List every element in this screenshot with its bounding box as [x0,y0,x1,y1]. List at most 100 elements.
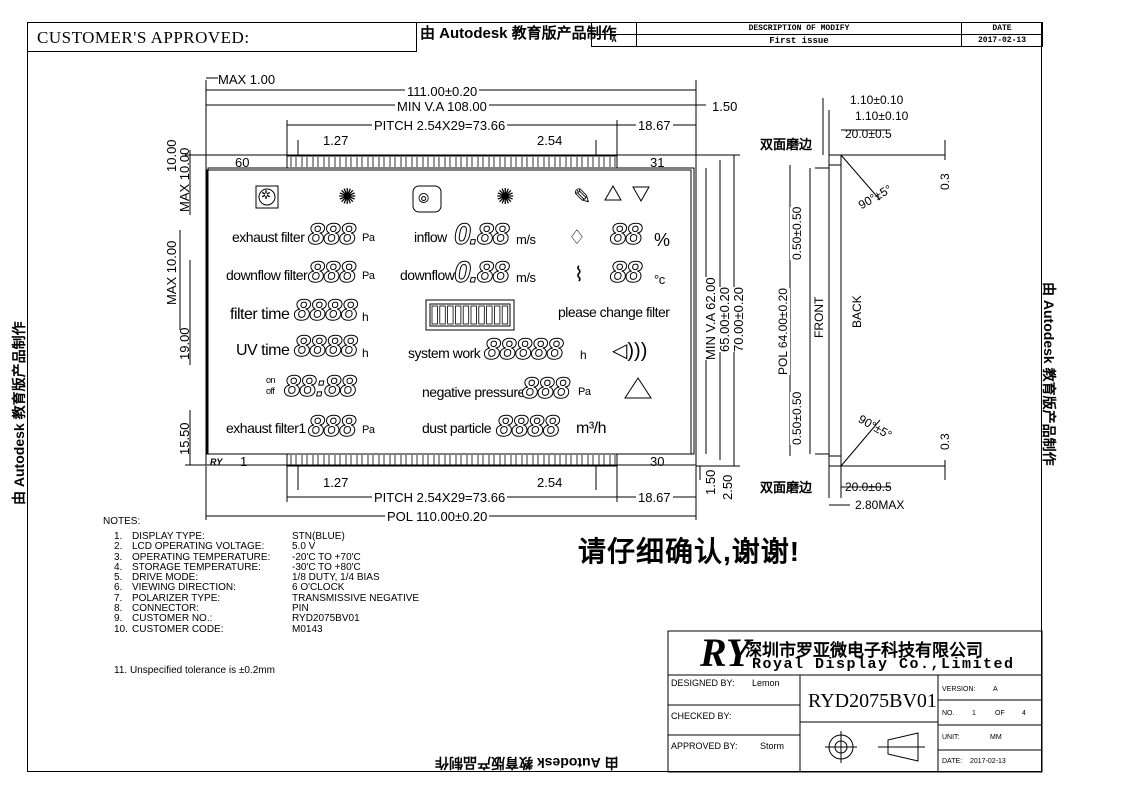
dim-pol-64: POL 64.00±0.20 [776,288,790,375]
dim-pitch-top: PITCH 2.54X29=73.66 [372,118,508,133]
note-v: STN(BLUE) [292,531,345,542]
of-value: 4 [1022,710,1026,717]
note-v: 6 O'CLOCK [292,582,345,594]
approved-by-value: Storm [760,741,785,751]
note-n: 10. [114,623,128,635]
note-k: STORAGE TEMPERATURE: [132,561,261,573]
note-k: POLARIZER TYPE: [132,592,221,604]
dim-2-54-bot: 2.54 [537,475,563,490]
company-logo: RY [700,630,751,675]
unit-pa-4: Pa [578,386,591,398]
pin-60-label: 60 [235,155,250,170]
note-n: 4. [114,561,123,573]
dim-max-1: MAX 1.00 [218,72,276,87]
note-k: VIEWING DIRECTION: [132,582,236,594]
buzzer-icon: ◁))) [612,340,648,362]
note-n: 1. [114,531,123,542]
label-please-change-filter: please change filter [558,304,670,320]
note-n: 8. [114,603,123,615]
note-v: RYD2075BV01 [292,613,360,625]
date-value: 2017-02-13 [970,758,1006,765]
note-k: DRIVE MODE: [132,572,199,584]
dim-19-00: 19.00 [177,327,192,360]
revision-table: DESCRIPTION OF MODIFY DATE A First issue… [591,22,1043,47]
date-label: DATE: [942,758,963,765]
progress-segment [439,305,446,325]
confirm-text: 请仔细确认,谢谢! [578,536,801,567]
pin-31-label: 31 [650,155,665,170]
humidity-icon: ♢ [568,227,586,249]
seg-downflow: 0.88 [453,256,509,290]
dim-1-50-top: 1.50 [712,99,738,114]
no-value: 1 [972,710,976,717]
company-name-en: Royal Display Co.,Limited [752,656,1015,673]
seg-exhaust-filter1: 888 [307,410,356,444]
dim-max-10-a: MAX 10.00 [177,147,192,212]
note-n: 9. [114,613,123,625]
note-row: 7.POLARIZER TYPE:TRANSMISSIVE NEGATIVE [114,592,442,604]
note-n: 5. [114,572,123,584]
label-filter-time: filter time [230,306,290,323]
uv-lamp-icon: ✺ [496,184,515,209]
dim-1-27-top: 1.27 [323,133,349,148]
unit-ms-1: m/s [516,232,536,247]
dim-min-va-62: MIN V.A 62.00 [703,277,718,360]
progress-segment [470,305,477,325]
label-on: on [266,375,276,385]
grind-label-bot: 双面磨边 [760,480,813,495]
note-n: 2. [114,541,123,553]
dim-1-50-bot: 1.50 [703,469,718,495]
note-n: 3. [114,551,123,563]
note-v: PIN [292,603,309,615]
dim-side-1-10-a: 1.10±0.10 [850,93,904,107]
note-row: 10.CUSTOMER CODE:M0143 [114,623,442,635]
progress-segment [431,305,438,325]
note-k: CUSTOMER CODE: [132,623,224,635]
company-name-cn: 深圳市罗亚微电子科技有限公司 [745,641,983,660]
unit-pa-1: Pa [362,232,375,244]
dim-0-3-top: 0.3 [938,173,952,190]
progress-segment [454,305,462,325]
label-uv-time: UV time [236,342,290,359]
dim-0-50-bot: 0.50±0.50 [790,391,804,445]
dim-10-00-b: MAX 10.00 [164,240,179,305]
label-downflow-filter: downflow filter [226,267,308,283]
part-number: RYD2075BV01 [808,690,937,712]
note-row: 8. CONNECTOR: PIN [114,603,442,615]
unit-m3h: m³/h [576,420,607,437]
designed-by-label: DESIGNED BY: [671,678,735,688]
watermark-top: 由 Autodesk 教育版产品制作 [420,25,617,42]
footprint-icon: ✎ [573,184,592,209]
seg-uv-time: 8888 [294,330,359,364]
rev-letter: A [591,34,637,47]
dim-65: 65.00±0.20 [717,287,732,352]
dim-18-67-bot: 18.67 [636,490,673,505]
label-inflow: inflow [414,229,447,245]
note-k: CONNECTOR: [132,603,200,615]
dim-15-50: 15.50 [177,422,192,455]
dim-2-80-max: 2.80MAX [855,498,905,512]
unit-value: MM [990,734,1002,741]
dim-pol-110: POL 110.00±0.20 [385,509,490,524]
thermometer-icon: ⌇ [574,264,584,286]
progress-segment [501,305,509,325]
note-row: 9.CUSTOMER NO.:RYD2075BV01 [114,613,442,625]
ry-mark: RY [210,457,223,467]
seg-clock: 88:88 [284,370,358,404]
dim-0-50-top: 0.50±0.50 [790,206,804,260]
progress-segment [462,305,470,325]
no-label: NO. [942,710,955,717]
label-downflow: downflow [400,267,455,283]
drawing-frame [27,22,1042,772]
unit-h-3: h [580,348,587,362]
pin-30-label: 30 [650,454,665,469]
progress-segment [493,305,501,325]
seg-temperature: 88 [609,256,642,290]
note-v: 5.0 V [292,541,316,553]
unit-h-2: h [362,346,369,360]
note-row: 2.LCD OPERATING VOLTAGE:5.0 V [114,541,442,553]
unit-percent: % [654,230,670,250]
designed-by-value: Lemon [752,678,780,688]
seg-negative-pressure: 888 [521,372,570,406]
dim-111: 111.00±0.20 [405,84,480,99]
